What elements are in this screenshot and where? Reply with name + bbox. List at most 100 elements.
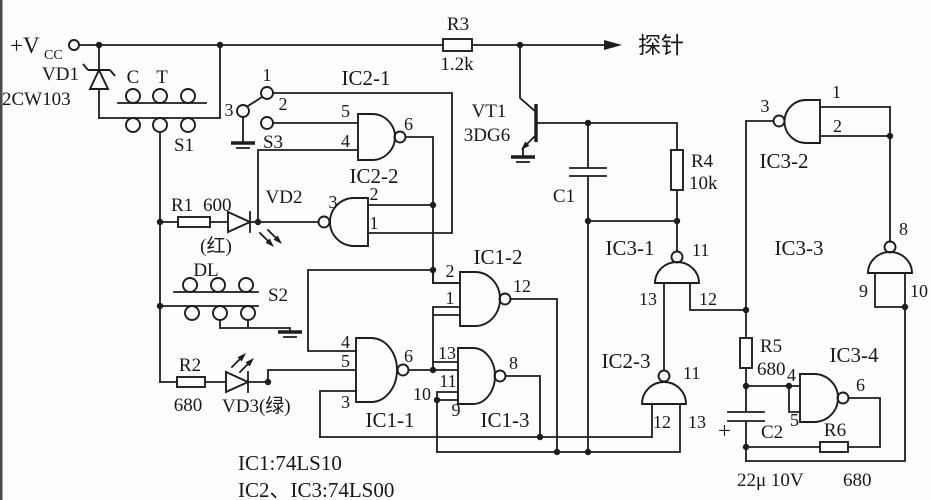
ic1-1-label: IC1-1 — [366, 408, 415, 432]
ic2-2-pin3: 3 — [329, 192, 338, 212]
ic3-2-label: IC3-2 — [760, 149, 809, 173]
probe-arrow-icon — [604, 40, 622, 50]
ic3-4-pin6: 6 — [856, 375, 865, 395]
led-vd2 — [227, 210, 253, 234]
r5-c2-branch — [727, 337, 765, 462]
nand-ic3-3 — [745, 240, 913, 462]
led-vd3 — [225, 370, 251, 394]
ic2-2-pin2: 2 — [370, 184, 379, 204]
ic2-1-pin5: 5 — [341, 101, 350, 121]
ic1-1-pin5: 5 — [341, 351, 350, 371]
scan-edge — [0, 0, 3, 500]
led-vd2-branch — [156, 210, 282, 247]
nand-ic1-2 — [432, 269, 558, 453]
s3-pin2: 2 — [279, 94, 288, 114]
r1-ref: R1 — [171, 195, 193, 216]
ic3-4-pin4: 4 — [787, 365, 796, 385]
r3-value: 1.2k — [440, 54, 474, 75]
vcc-rail — [68, 38, 622, 52]
r1-value: 600 — [203, 195, 232, 216]
switch-s3 — [231, 86, 453, 234]
vt1-ref: VT1 — [472, 101, 507, 122]
capacitor-c1 — [569, 119, 607, 453]
s3-pin1: 1 — [263, 65, 272, 85]
ic1-3-pin11: 11 — [439, 371, 456, 391]
vd2-color: (红) — [200, 235, 232, 257]
ic2-2-label: IC2-2 — [350, 164, 399, 188]
s3-pin1-wire — [272, 92, 453, 234]
r5-ref: R5 — [760, 336, 782, 357]
c2-value: 22μ 10V — [737, 470, 804, 491]
s3-label: S3 — [263, 132, 283, 153]
c2-ref: C2 — [761, 422, 783, 443]
resistor-r5 — [739, 337, 753, 369]
ic3-3-pin8: 8 — [899, 219, 908, 239]
switch-s1 — [98, 44, 221, 383]
note-ic2-ic3: IC2、IC3:74LS00 — [238, 478, 394, 500]
ic3-3-pin10: 10 — [910, 281, 928, 301]
ic3-1-pin12: 12 — [699, 289, 717, 309]
ic1-3-pin8: 8 — [509, 353, 518, 373]
vd2-ref: VD2 — [266, 187, 303, 208]
nand-ic2-1 — [257, 113, 461, 284]
s1-contact-c: C — [127, 67, 140, 88]
ic3-3-pin9: 9 — [859, 281, 868, 301]
nand-ic1-1 — [267, 269, 459, 438]
vd1-ref: VD1 — [42, 64, 79, 85]
ic1-1-pin6: 6 — [404, 346, 413, 366]
resistor-r4-branch — [587, 122, 684, 252]
r2-ref: R2 — [179, 355, 201, 376]
vd1-value: 2CW103 — [2, 89, 71, 110]
nand-ic2-2 — [249, 197, 434, 247]
ic2-3-pin12: 12 — [653, 412, 671, 432]
ic3-2-pin2: 2 — [833, 116, 842, 136]
ic2-1-pin6: 6 — [404, 114, 413, 134]
ic1-3-label: IC1-3 — [481, 408, 530, 432]
s1-label: S1 — [174, 135, 194, 156]
zener-vd1 — [82, 44, 116, 119]
note-ic1: IC1:74LS10 — [238, 451, 342, 475]
r6-value: 680 — [843, 470, 872, 491]
ic1-3-pin9: 9 — [452, 400, 461, 420]
r3-ref: R3 — [447, 14, 469, 35]
ic2-1-pin4: 4 — [341, 131, 350, 151]
r2-value: 680 — [174, 395, 203, 416]
s1-contact-t: T — [156, 67, 168, 88]
switch-s2 — [156, 277, 302, 338]
resistor-r6 — [819, 441, 849, 453]
ic2-3-pin13: 13 — [688, 412, 706, 432]
ic1-1-pin3: 3 — [341, 392, 350, 412]
ic3-4-pin5: 5 — [790, 410, 799, 430]
vcc-label: +V — [10, 33, 40, 58]
ic3-3-label: IC3-3 — [775, 236, 824, 260]
dl-label: DL — [193, 260, 218, 281]
ic1-3-pin13: 13 — [438, 343, 456, 363]
vcc-sub-label: CC — [44, 48, 63, 63]
led-vd3-branch — [159, 353, 272, 394]
ic1-2-pin2: 2 — [446, 261, 455, 281]
resistor-r3 — [442, 38, 473, 52]
c2-plus: + — [718, 418, 731, 443]
nand-ic2-3 — [641, 369, 687, 405]
nand-ic3-2 — [745, 99, 894, 339]
ic3-1-label: IC3-1 — [606, 236, 655, 260]
ic3-1-pin11: 11 — [692, 240, 709, 260]
resistor-r4 — [670, 149, 684, 191]
s3-pin3: 3 — [225, 100, 234, 120]
ic2-3-label: IC2-3 — [602, 349, 651, 373]
nand-ic3-1 — [654, 250, 750, 371]
labels: +V CC VD1 2CW103 C T S1 1 3 2 S3 IC2-1 5… — [2, 14, 928, 500]
r5-value: 680 — [757, 359, 786, 380]
ic1-2-pin12: 12 — [513, 276, 531, 296]
c1-ref: C1 — [553, 186, 575, 207]
ic1-1-pin4: 4 — [341, 332, 350, 352]
ic1-2-label: IC1-2 — [474, 245, 523, 269]
ic3-4-label: IC3-4 — [830, 343, 879, 367]
ic1-3-pin10: 10 — [413, 384, 431, 404]
resistor-r1 — [177, 216, 211, 228]
vd3-ref: VD3(绿) — [222, 395, 291, 417]
transistor-vt1 — [511, 44, 589, 163]
ic3-2-pin3: 3 — [761, 96, 770, 116]
